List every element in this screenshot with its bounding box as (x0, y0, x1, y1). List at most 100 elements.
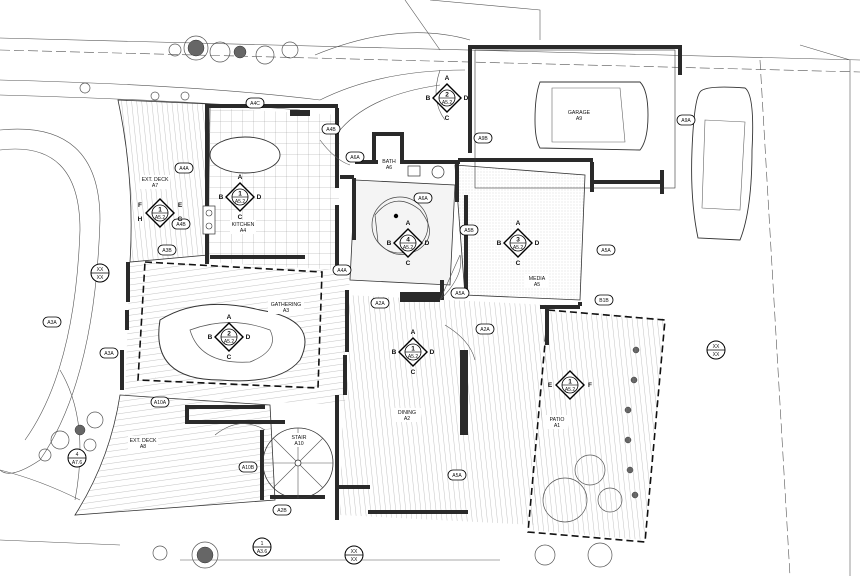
svg-text:G: G (177, 216, 182, 223)
detail-callout: 1A3.6 (252, 537, 272, 557)
door-tag: A3A (42, 316, 62, 328)
door-tag: A5A (596, 244, 616, 256)
door-tag: A5A (447, 469, 467, 481)
svg-text:E: E (548, 382, 553, 389)
svg-text:D: D (246, 334, 251, 341)
door-tag: A5B (459, 224, 479, 236)
svg-text:A: A (411, 329, 416, 336)
door-tag-label: A4A (337, 268, 347, 274)
svg-text:B: B (387, 240, 392, 247)
door-tag-label: A4B (176, 222, 186, 228)
svg-text:XX: XX (351, 549, 358, 555)
svg-text:EXT. DECK: EXT. DECK (130, 438, 157, 444)
svg-text:A5.2: A5.2 (513, 245, 524, 251)
room-media: MEDIA A5 (525, 274, 549, 288)
svg-text:A6: A6 (386, 165, 392, 171)
door-tag-label: A9B (478, 136, 488, 142)
svg-text:A: A (445, 75, 450, 82)
kitchen-island (209, 136, 281, 174)
svg-text:A3: A3 (283, 308, 289, 314)
door-tag-label: A2A (375, 301, 385, 307)
svg-text:D: D (257, 194, 262, 201)
door-swings (214, 69, 476, 436)
door-tag-label: A3A (47, 320, 57, 326)
svg-text:A2: A2 (404, 416, 410, 422)
courtyard-floor (349, 179, 456, 286)
door-tag: A3A (99, 347, 119, 359)
svg-text:EXT. DECK: EXT. DECK (142, 177, 169, 183)
svg-text:B: B (392, 349, 397, 356)
door-tag-label: A5B (464, 228, 474, 234)
svg-text:A5.2: A5.2 (155, 215, 166, 221)
courtyard-tree-icon (371, 196, 430, 255)
room-gathering: GATHERING A3 (268, 300, 304, 314)
svg-text:1: 1 (568, 379, 572, 386)
svg-text:B: B (497, 240, 502, 247)
svg-text:XX: XX (351, 557, 358, 563)
svg-text:XX: XX (97, 267, 104, 273)
room-ext-deck-a8: EXT. DECK A8 (128, 436, 158, 450)
door-tag-label: A6A (418, 196, 428, 202)
dining-floor (340, 295, 550, 525)
detail-callout: XX XX (344, 545, 364, 565)
door-tag: A4C (245, 97, 265, 109)
svg-text:B: B (426, 95, 431, 102)
svg-text:XX: XX (713, 352, 720, 358)
door-tag: A4B (171, 218, 191, 230)
door-tag: A5A (450, 287, 470, 299)
door-tag-label: A5A (452, 473, 462, 479)
detail-callout: 4A7.6 (67, 448, 87, 468)
svg-text:C: C (406, 260, 411, 267)
door-tag-label: A4B (326, 127, 336, 133)
svg-text:A7.6: A7.6 (72, 460, 83, 466)
door-tags: A4CA4BA4AA4BA6AA9BA9AA6AA5BA3BA4AA5AA2AA… (42, 97, 696, 516)
room-patio: PATIO A1 (546, 415, 568, 429)
door-tag-label: A5A (455, 291, 465, 297)
room-dining: DINING A2 (393, 408, 421, 422)
svg-text:A4: A4 (240, 228, 246, 234)
door-tag: B1B (594, 294, 614, 306)
door-tag: A10B (238, 461, 258, 473)
deck-a8-floor (74, 394, 276, 516)
parked-car-icon (691, 86, 754, 241)
door-tag: A6A (345, 151, 365, 163)
door-tag-label: A3B (162, 248, 172, 254)
svg-text:B: B (219, 194, 224, 201)
svg-text:BATH: BATH (382, 159, 396, 165)
svg-text:F: F (138, 202, 142, 209)
svg-text:H: H (138, 216, 143, 223)
room-labels: GARAGE A9 BATH A6 KITCHEN A4 EXT. DECK A… (128, 108, 596, 450)
svg-text:1: 1 (238, 191, 242, 198)
svg-text:A: A (238, 174, 243, 181)
door-tag: A9B (473, 132, 493, 144)
svg-text:B: B (208, 334, 213, 341)
svg-text:C: C (411, 369, 416, 376)
patio-region (527, 309, 666, 543)
svg-text:A1: A1 (554, 423, 560, 429)
room-ext-deck-a7: EXT. DECK A7 (140, 175, 170, 189)
svg-text:D: D (464, 95, 469, 102)
svg-text:3: 3 (516, 237, 520, 244)
svg-text:GATHERING: GATHERING (271, 302, 301, 308)
svg-text:A8: A8 (140, 444, 146, 450)
svg-text:A5.2: A5.2 (408, 354, 419, 360)
door-tag: A4B (321, 123, 341, 135)
door-tag: A2A (475, 323, 495, 335)
svg-text:E: E (178, 202, 183, 209)
svg-text:XX: XX (713, 344, 720, 350)
door-tag: A4A (174, 162, 194, 174)
svg-text:C: C (227, 354, 232, 361)
svg-text:GARAGE: GARAGE (568, 110, 591, 116)
svg-text:C: C (516, 260, 521, 267)
door-tag: A6A (413, 192, 433, 204)
walls (120, 45, 682, 520)
door-tag-label: A4C (250, 101, 260, 107)
